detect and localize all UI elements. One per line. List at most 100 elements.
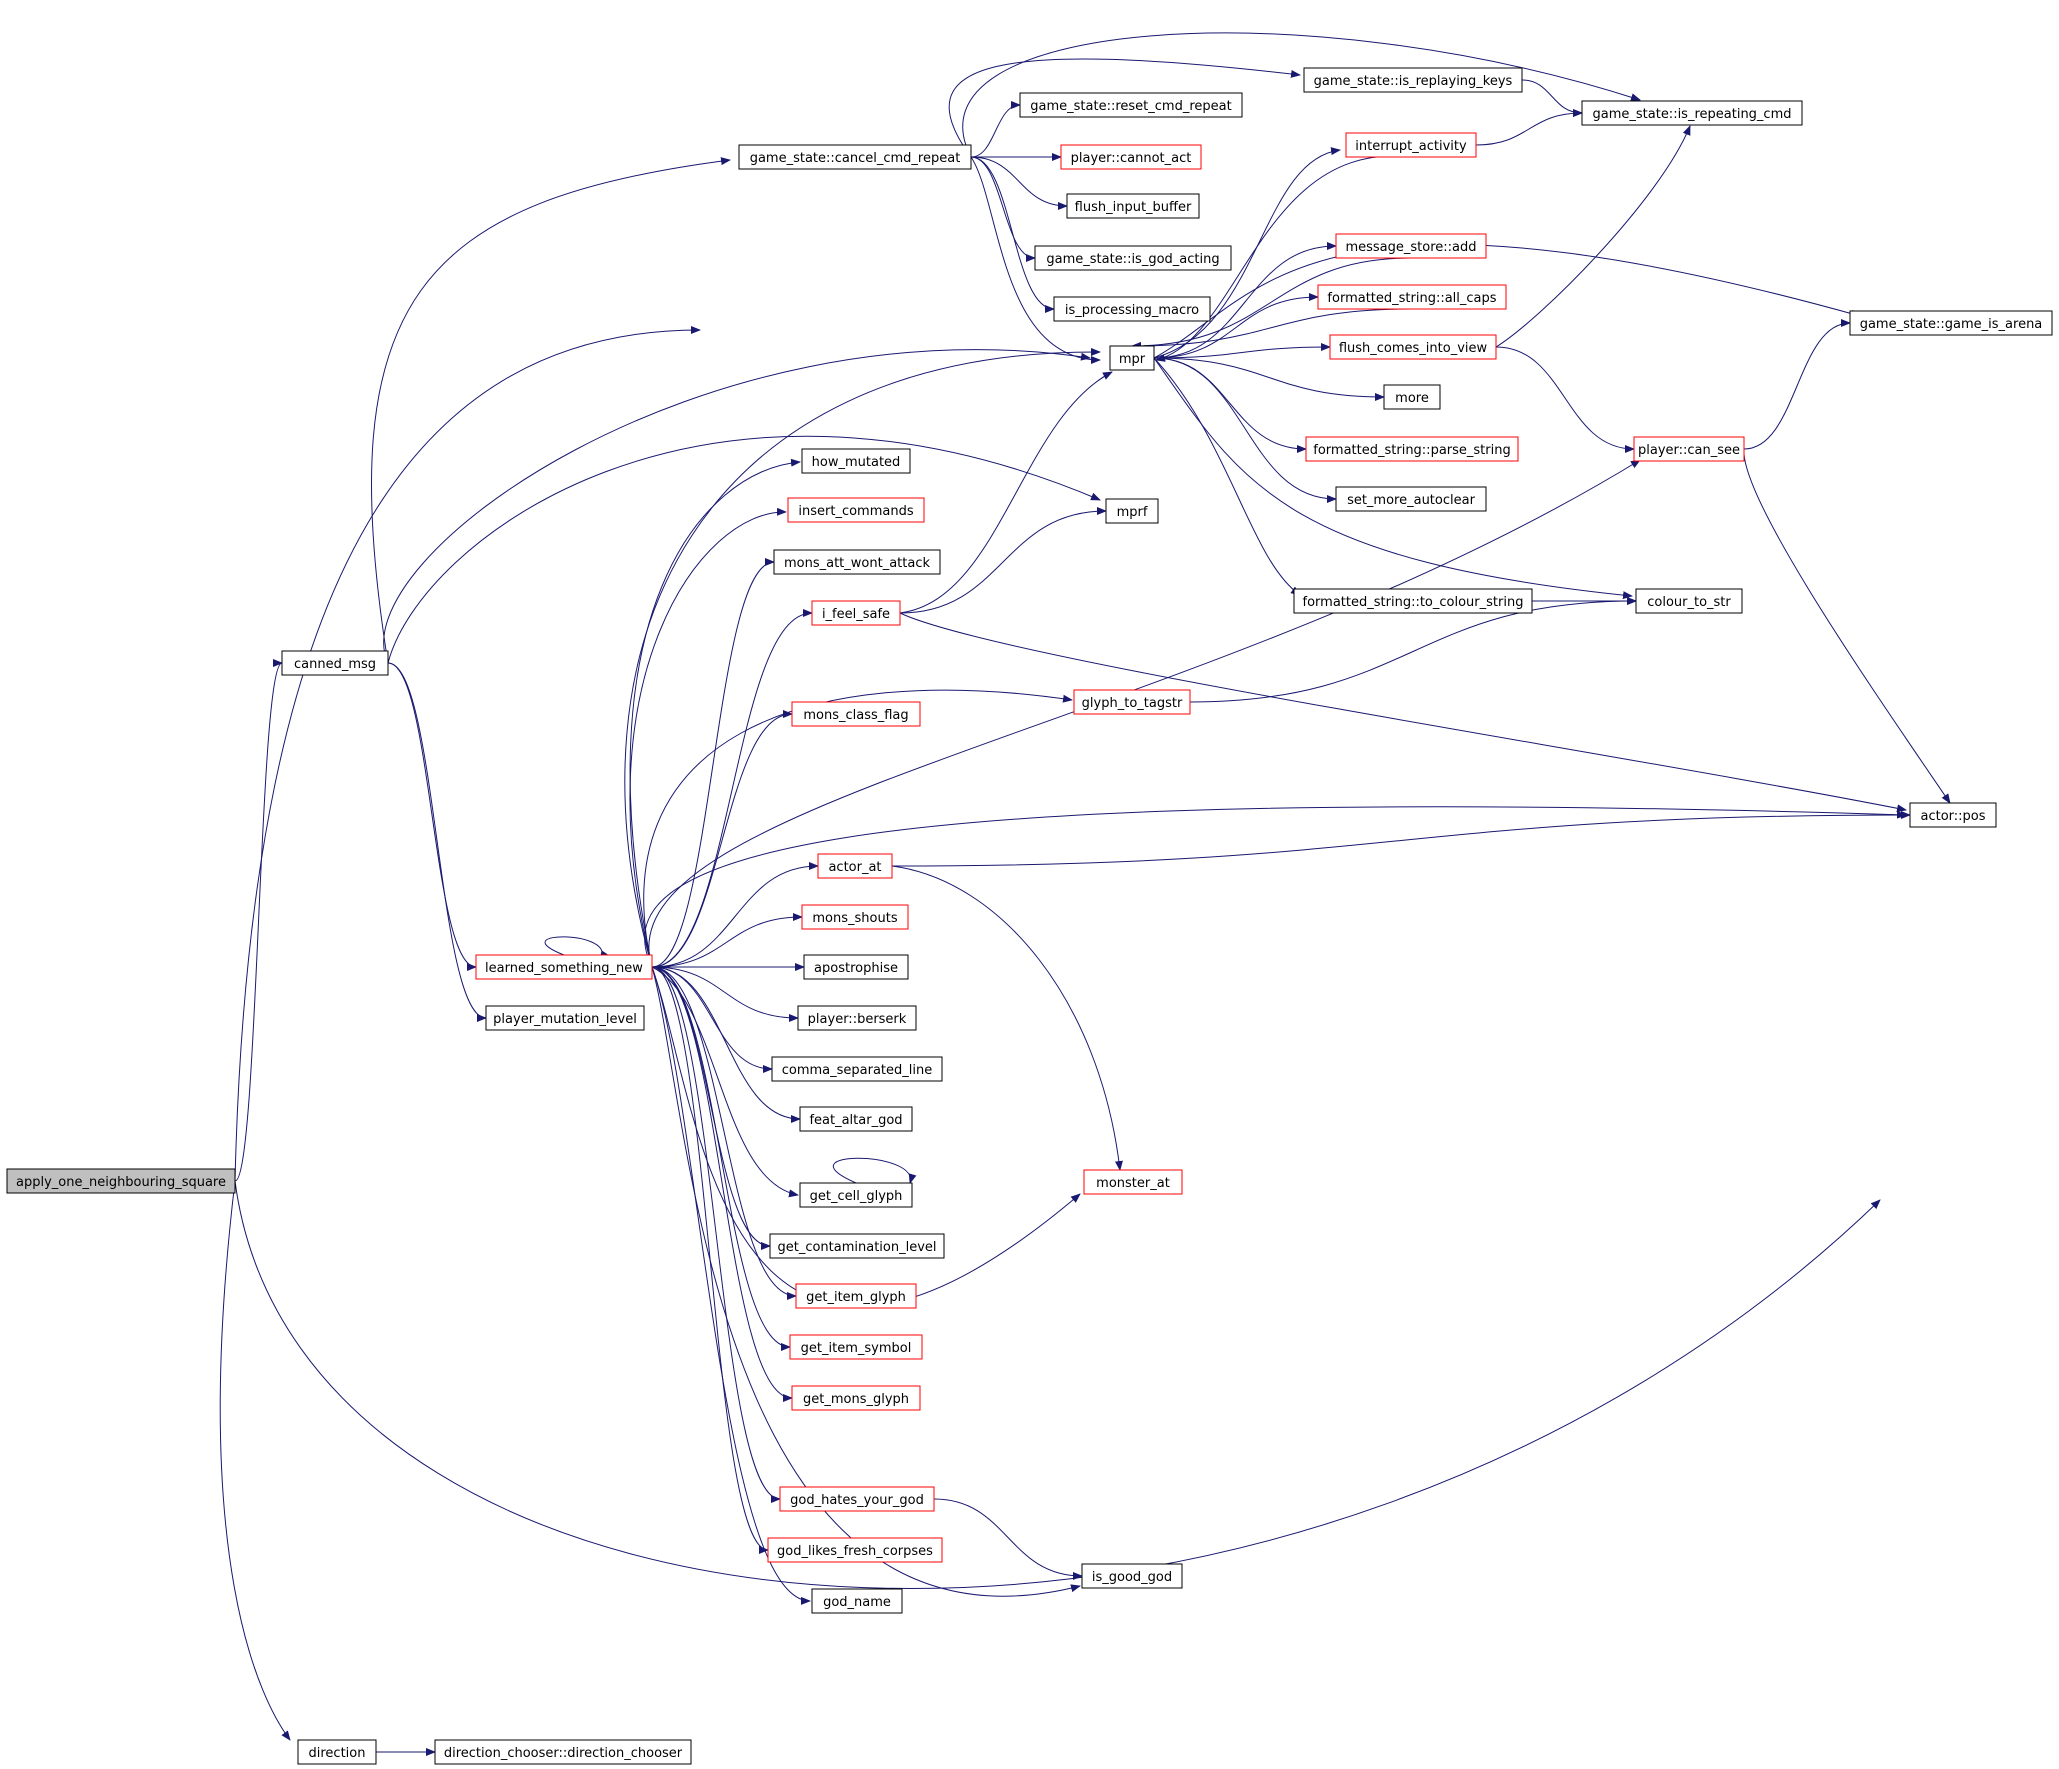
node-mons_att_wont_attack[interactable]: mons_att_wont_attack	[773, 549, 941, 575]
node-box[interactable]	[1105, 498, 1159, 524]
node-box[interactable]	[1305, 436, 1519, 462]
node-mons_shouts[interactable]: mons_shouts	[801, 904, 909, 930]
node-game_is_arena[interactable]: game_state::game_is_arena	[1849, 310, 2053, 336]
node-box[interactable]	[791, 1385, 921, 1411]
node-box[interactable]	[1581, 100, 1803, 126]
node-box[interactable]	[475, 954, 653, 980]
node-direction[interactable]: direction	[297, 1739, 377, 1765]
node-how_mutated[interactable]: how_mutated	[801, 448, 911, 474]
node-box[interactable]	[1034, 245, 1232, 271]
node-god_likes_fresh_corpses[interactable]: god_likes_fresh_corpses	[767, 1537, 943, 1563]
node-box[interactable]	[1060, 144, 1202, 170]
node-parse_string[interactable]: formatted_string::parse_string	[1305, 436, 1519, 462]
node-box[interactable]	[795, 1283, 917, 1309]
node-glyph_to_tagstr[interactable]: glyph_to_tagstr	[1073, 689, 1191, 715]
node-box[interactable]	[1081, 1563, 1183, 1589]
node-box[interactable]	[434, 1739, 692, 1765]
node-player_mutation_level[interactable]: player_mutation_level	[485, 1005, 645, 1031]
node-box[interactable]	[1083, 1169, 1183, 1195]
node-is_god_acting[interactable]: game_state::is_god_acting	[1034, 245, 1232, 271]
node-box[interactable]	[1109, 345, 1155, 371]
node-box[interactable]	[799, 1182, 913, 1208]
node-comma_separated_line[interactable]: comma_separated_line	[771, 1056, 943, 1082]
node-box[interactable]	[1635, 588, 1743, 614]
node-god_name[interactable]: god_name	[811, 1588, 903, 1614]
node-box[interactable]	[769, 1233, 945, 1259]
node-monster_at[interactable]: monster_at	[1083, 1169, 1183, 1195]
node-to_colour_string[interactable]: formatted_string::to_colour_string	[1293, 588, 1533, 614]
node-flush_input_buffer[interactable]: flush_input_buffer	[1066, 193, 1200, 219]
node-insert_commands[interactable]: insert_commands	[787, 497, 925, 523]
node-get_contamination_level[interactable]: get_contamination_level	[769, 1233, 945, 1259]
node-box[interactable]	[1066, 193, 1200, 219]
node-box[interactable]	[811, 600, 901, 626]
node-mons_class_flag[interactable]: mons_class_flag	[791, 701, 921, 727]
node-box[interactable]	[797, 1005, 917, 1031]
node-player_can_see[interactable]: player::can_see	[1633, 436, 1745, 462]
node-box[interactable]	[799, 1106, 913, 1132]
node-feat_altar_god[interactable]: feat_altar_god	[799, 1106, 913, 1132]
node-box[interactable]	[1073, 689, 1191, 715]
node-cannot_act[interactable]: player::cannot_act	[1060, 144, 1202, 170]
node-box[interactable]	[801, 448, 911, 474]
node-box[interactable]	[791, 701, 921, 727]
node-is_good_god[interactable]: is_good_god	[1081, 1563, 1183, 1589]
node-interrupt_activity[interactable]: interrupt_activity	[1345, 132, 1477, 158]
node-box[interactable]	[767, 1537, 943, 1563]
node-reset_cmd_repeat[interactable]: game_state::reset_cmd_repeat	[1019, 92, 1243, 118]
node-mpr[interactable]: mpr	[1109, 345, 1155, 371]
node-set_more_autoclear[interactable]: set_more_autoclear	[1335, 486, 1487, 512]
node-learned_something_new[interactable]: learned_something_new	[475, 954, 653, 980]
node-box[interactable]	[1303, 67, 1523, 93]
node-is_repeating_cmd[interactable]: game_state::is_repeating_cmd	[1581, 100, 1803, 126]
node-is_processing_macro[interactable]: is_processing_macro	[1053, 296, 1211, 322]
node-box[interactable]	[787, 497, 925, 523]
node-box[interactable]	[773, 549, 941, 575]
node-apostrophise[interactable]: apostrophise	[803, 954, 909, 980]
node-box[interactable]	[1335, 486, 1487, 512]
node-box[interactable]	[1909, 802, 1997, 828]
node-box[interactable]	[1019, 92, 1243, 118]
node-apply_one_neighbouring_square[interactable]: apply_one_neighbouring_square	[6, 1168, 236, 1194]
node-box[interactable]	[1329, 334, 1497, 360]
node-box[interactable]	[6, 1168, 236, 1194]
node-box[interactable]	[1633, 436, 1745, 462]
node-box[interactable]	[1335, 233, 1487, 259]
node-mprf[interactable]: mprf	[1105, 498, 1159, 524]
node-box[interactable]	[738, 144, 972, 170]
node-colour_to_str[interactable]: colour_to_str	[1635, 588, 1743, 614]
node-box[interactable]	[1317, 284, 1507, 310]
node-player_berserk[interactable]: player::berserk	[797, 1005, 917, 1031]
node-actor_pos[interactable]: actor::pos	[1909, 802, 1997, 828]
node-direction_chooser_ctor[interactable]: direction_chooser::direction_chooser	[434, 1739, 692, 1765]
node-get_mons_glyph[interactable]: get_mons_glyph	[791, 1385, 921, 1411]
node-get_item_symbol[interactable]: get_item_symbol	[789, 1334, 923, 1360]
node-i_feel_safe[interactable]: i_feel_safe	[811, 600, 901, 626]
node-is_replaying_keys[interactable]: game_state::is_replaying_keys	[1303, 67, 1523, 93]
node-box[interactable]	[1345, 132, 1477, 158]
node-box[interactable]	[811, 1588, 903, 1614]
node-box[interactable]	[297, 1739, 377, 1765]
node-box[interactable]	[1383, 384, 1441, 410]
node-box[interactable]	[817, 853, 893, 879]
node-actor_at[interactable]: actor_at	[817, 853, 893, 879]
node-box[interactable]	[1293, 588, 1533, 614]
node-canned_msg[interactable]: canned_msg	[281, 650, 389, 676]
node-box[interactable]	[789, 1334, 923, 1360]
node-box[interactable]	[281, 650, 389, 676]
node-box[interactable]	[485, 1005, 645, 1031]
node-box[interactable]	[801, 904, 909, 930]
node-box[interactable]	[803, 954, 909, 980]
node-box[interactable]	[779, 1486, 935, 1512]
node-get_item_glyph[interactable]: get_item_glyph	[795, 1283, 917, 1309]
node-all_caps[interactable]: formatted_string::all_caps	[1317, 284, 1507, 310]
node-cancel_cmd_repeat[interactable]: game_state::cancel_cmd_repeat	[738, 144, 972, 170]
node-box[interactable]	[771, 1056, 943, 1082]
node-god_hates_your_god[interactable]: god_hates_your_god	[779, 1486, 935, 1512]
node-box[interactable]	[1849, 310, 2053, 336]
node-get_cell_glyph[interactable]: get_cell_glyph	[799, 1182, 913, 1208]
node-box[interactable]	[1053, 296, 1211, 322]
node-flush_comes_into_view[interactable]: flush_comes_into_view	[1329, 334, 1497, 360]
node-message_store_add[interactable]: message_store::add	[1335, 233, 1487, 259]
node-more[interactable]: more	[1383, 384, 1441, 410]
